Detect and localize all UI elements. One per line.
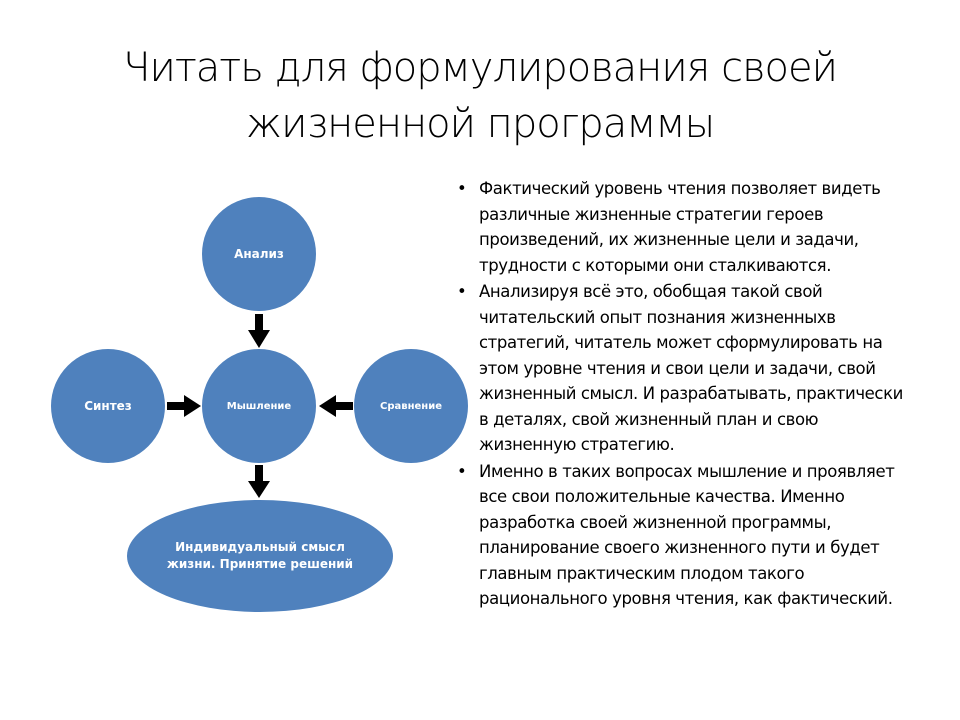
bullet-text: Фактический уровень чтения позволяет вид… (479, 179, 881, 275)
node-analysis: Анализ (202, 197, 316, 311)
bullet-text: Именно в таких вопросах мышление и прояв… (479, 461, 895, 609)
node-thinking-label: Мышление (226, 400, 292, 412)
node-analysis-label: Анализ (234, 247, 284, 261)
node-comparison: Сравнение (354, 349, 468, 463)
node-synthesis-label: Синтез (84, 399, 132, 413)
bullet-icon: • (457, 179, 467, 198)
bullet-list: • Фактический уровень чтения позволяет ви… (455, 176, 905, 613)
arrow-left-right (319, 395, 353, 417)
bullet-text: Анализируя всё это, обобщая такой свой ч… (479, 282, 903, 454)
bullet-item: • Фактический уровень чтения позволяет ви… (455, 176, 905, 278)
bullet-icon: • (457, 282, 467, 301)
node-comparison-label: Сравнение (380, 400, 442, 412)
node-synthesis: Синтез (51, 349, 165, 463)
slide-title: Читать для формулирования своей жизненно… (123, 45, 838, 147)
bullet-item: • Анализируя всё это, обобщая такой свой … (455, 279, 905, 458)
node-thinking: Мышление (202, 349, 316, 463)
bullet-item: • Именно в таких вопросах мышление и проя… (455, 459, 905, 612)
bullet-icon: • (457, 461, 467, 481)
arrow-down-bottom (248, 465, 270, 498)
arrow-right-left (167, 395, 201, 417)
node-result: Индивидуальный смысл жизни. Принятие реш… (127, 500, 393, 612)
node-result-label: Индивидуальный смысл жизни. Принятие реш… (166, 540, 354, 571)
arrow-down-top (248, 314, 270, 348)
